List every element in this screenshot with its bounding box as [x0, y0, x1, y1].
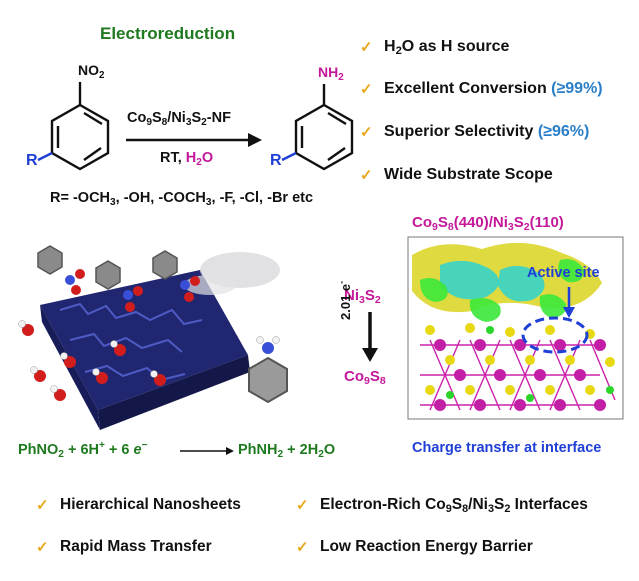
charge-transfer-arrow [362, 312, 378, 362]
interface-title: Co9S8(440)/Ni3S2(110) [412, 214, 564, 233]
check-icon: ✓ [360, 39, 373, 56]
substituent-right: R [270, 152, 282, 169]
equation-arrow [180, 447, 234, 455]
feature-item-4: ✓ Wide Substrate Scope [360, 166, 553, 184]
advantage-item-4: ✓ Low Reaction Energy Barrier [296, 538, 533, 556]
equation-left: PhNO2 + 6H+ + 6 e− [18, 440, 148, 460]
active-site-label: Active site [527, 265, 600, 281]
check-icon: ✓ [360, 81, 373, 98]
check-icon: ✓ [360, 167, 373, 184]
product-group-label: NH2 [318, 64, 344, 83]
interface-caption: Charge transfer at interface [412, 440, 602, 456]
reactant-group-label: NO2 [78, 62, 105, 81]
check-icon: ✓ [36, 539, 49, 556]
nitrobenzene-molecules [37, 245, 200, 312]
advantage-item-2: ✓ Electron-Rich Co9S8/Ni3S2 Interfaces [296, 496, 588, 515]
advantage-item-1: ✓ Hierarchical Nanosheets [36, 496, 241, 514]
conditions-label: RT, H2O [160, 150, 214, 168]
feature-item-2: ✓ Excellent Conversion (≥99%) [360, 80, 603, 98]
check-icon: ✓ [36, 497, 49, 514]
r-group-list: R= -OCH3, -OH, -COCH3, -F, -Cl, -Br etc [50, 190, 314, 208]
nitrobenzene-ring [37, 82, 110, 171]
acceptor-label: Co9S8 [344, 368, 386, 387]
donor-label: Ni3S2 [344, 287, 381, 306]
check-icon: ✓ [360, 124, 373, 141]
equation-right: PhNH2 + 2H2O [238, 442, 336, 460]
reaction-arrow [126, 133, 262, 147]
advantage-item-3: ✓ Rapid Mass Transfer [36, 538, 212, 556]
check-icon: ✓ [296, 539, 309, 556]
water-molecules [18, 320, 166, 401]
nanosheet-illustration [40, 252, 280, 430]
electron-count-label: 2.01 e- [336, 280, 353, 320]
catalyst-label: Co9S8/Ni3S2-NF [127, 110, 231, 128]
reaction-heading: Electroreduction [100, 24, 236, 43]
check-icon: ✓ [296, 497, 309, 514]
feature-item-1: ✓ H2O as H source [360, 38, 510, 57]
substituent-left: R [26, 152, 38, 169]
aniline-ring [281, 84, 354, 171]
feature-item-3: ✓ Superior Selectivity (≥96%) [360, 123, 590, 141]
active-site-marker [521, 316, 589, 354]
aniline-molecule [248, 336, 288, 404]
interface-structure [407, 236, 624, 420]
